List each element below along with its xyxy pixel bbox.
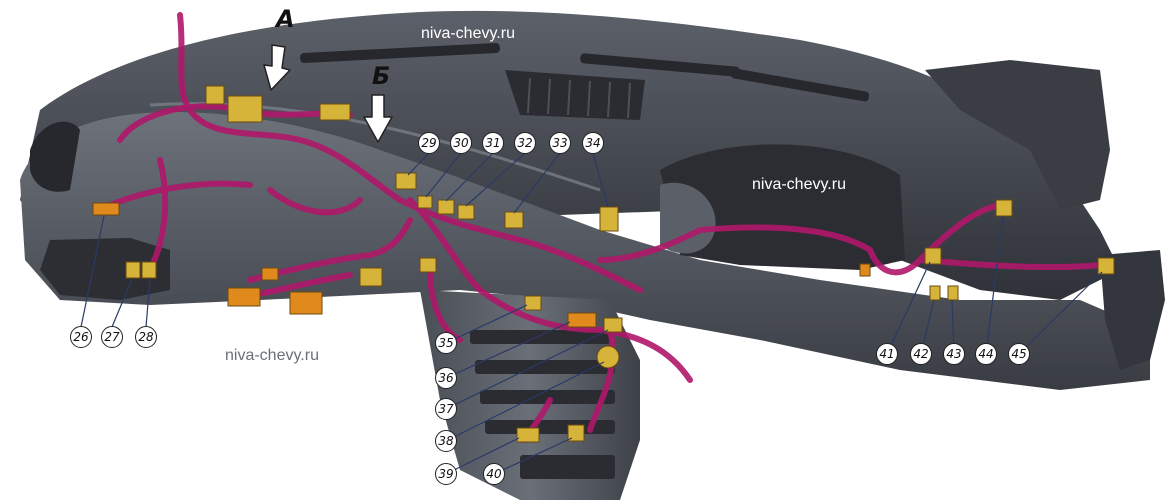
connector-33 [504, 211, 524, 229]
cluster-duct [660, 182, 716, 254]
svg-text:А: А [274, 5, 295, 33]
watermark-corner: niva-chevy.ru [1036, 475, 1130, 492]
callout-45: 45 [1008, 343, 1030, 365]
connector-29 [395, 172, 417, 190]
connector-37 [603, 317, 623, 333]
svg-text:31: 31 [485, 136, 500, 150]
connectors [92, 85, 1115, 443]
connector-32 [457, 204, 475, 220]
connector-extra-d [205, 85, 225, 105]
svg-text:32: 32 [517, 136, 532, 150]
right-end-cap [1100, 250, 1165, 370]
connector-extra-a [227, 287, 261, 307]
callout-43: 43 [943, 343, 965, 365]
callout-37: 37 [435, 398, 457, 420]
down-arrow-icon [363, 94, 393, 143]
connector-26 [92, 202, 120, 216]
down-arrow-icon [263, 44, 291, 91]
svg-text:44: 44 [978, 347, 993, 361]
watermark-left: niva-chevy.ru [225, 347, 319, 364]
connector-42 [929, 285, 941, 301]
view-arrow-a: А [263, 5, 295, 91]
svg-text:38: 38 [438, 434, 454, 448]
connector-43 [947, 285, 959, 301]
watermark-top: niva-chevy.ru [421, 25, 515, 42]
svg-text:43: 43 [946, 347, 961, 361]
callout-34: 34 [582, 132, 604, 154]
callout-44: 44 [975, 343, 997, 365]
svg-text:26: 26 [73, 330, 89, 344]
callout-31: 31 [482, 132, 504, 154]
left-air-vent [30, 121, 80, 192]
console-slots [470, 330, 615, 479]
callout-33: 33 [549, 132, 571, 154]
callout-39: 39 [435, 463, 457, 485]
connector-27 [125, 261, 141, 279]
svg-text:42: 42 [913, 347, 928, 361]
svg-text:40: 40 [486, 467, 502, 481]
callout-35: 35 [435, 332, 457, 354]
svg-text:35: 35 [438, 336, 453, 350]
connector-40 [567, 424, 585, 442]
connector-31 [437, 199, 455, 215]
svg-text:33: 33 [552, 136, 567, 150]
callout-36: 36 [435, 367, 457, 389]
connector-extra-g [359, 267, 383, 287]
connector-extra-f [319, 103, 351, 121]
callout-26: 26 [70, 326, 92, 348]
svg-text:36: 36 [438, 371, 454, 385]
center-vent-grille [505, 70, 645, 120]
connector-35 [524, 295, 542, 311]
dashboard-panel [20, 10, 1165, 500]
connector-extra-c [261, 267, 279, 281]
callout-28: 28 [135, 326, 157, 348]
connector-extra-h [419, 257, 437, 273]
svg-text:28: 28 [138, 330, 154, 344]
svg-text:Б: Б [372, 62, 390, 90]
connector-30 [417, 195, 433, 209]
connector-34 [599, 206, 619, 232]
svg-text:45: 45 [1011, 347, 1026, 361]
callout-40: 40 [483, 463, 505, 485]
connector-36 [567, 312, 597, 328]
callout-38: 38 [435, 430, 457, 452]
callouts: 26 27 28 29 30 31 32 33 34 35 36 37 38 3… [70, 132, 1030, 485]
defroster-vents [300, 42, 870, 102]
connector-41 [924, 247, 942, 265]
watermarks: niva-chevy.ru niva-chevy.ru niva-chevy.r… [225, 25, 1130, 492]
svg-text:41: 41 [879, 347, 894, 361]
callout-30: 30 [450, 132, 472, 154]
callout-29: 29 [418, 132, 440, 154]
connector-extra-b [289, 291, 323, 315]
connector-45 [1097, 257, 1115, 275]
svg-text:27: 27 [104, 330, 120, 344]
callout-42: 42 [910, 343, 932, 365]
connector-44 [995, 199, 1013, 217]
right-bracket [925, 60, 1110, 210]
svg-text:37: 37 [438, 402, 454, 416]
svg-text:29: 29 [421, 136, 436, 150]
dashboard-front-face [20, 111, 1150, 390]
glovebox-opening [40, 238, 170, 300]
svg-text:30: 30 [453, 136, 469, 150]
callout-32: 32 [514, 132, 536, 154]
connector-extra-e [227, 95, 263, 123]
svg-text:39: 39 [438, 467, 453, 481]
connector-38 [596, 345, 620, 369]
callout-27: 27 [101, 326, 123, 348]
connector-extra-i [859, 263, 871, 277]
connector-28 [141, 261, 157, 279]
connector-39 [516, 427, 540, 443]
callout-41: 41 [876, 343, 898, 365]
svg-text:34: 34 [585, 136, 600, 150]
watermark-center: niva-chevy.ru [752, 176, 846, 193]
view-arrow-b: Б [363, 62, 393, 143]
